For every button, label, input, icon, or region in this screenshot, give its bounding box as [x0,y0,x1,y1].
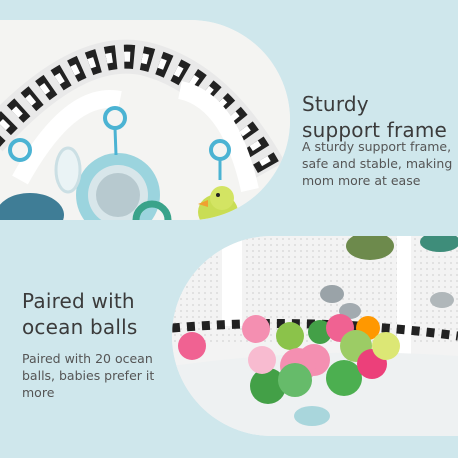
description-line: balls, babies prefer it [22,368,155,383]
heading-line: Sturdy [302,91,369,116]
frame-toys-illustration [0,20,290,220]
description-line: mom more at ease [302,173,421,188]
section-description-frame: A sturdy support frame, safe and stable,… [302,138,454,189]
ocean-balls-photo [172,236,458,436]
description-line: Paired with 20 ocean [22,351,153,366]
description-line: safe and stable, making [302,156,453,171]
section-heading-frame: Sturdy support frame [302,91,452,143]
section-heading-balls: Paired with ocean balls [22,288,172,340]
description-line: more [22,385,55,400]
description-line: A sturdy support frame, [302,139,452,154]
heading-line: ocean balls [22,315,138,339]
ball-pit-illustration [172,236,458,436]
heading-line: Paired with [22,289,135,313]
section-description-balls: Paired with 20 ocean balls, babies prefe… [22,350,172,401]
heading-line: support frame [302,117,448,142]
frame-toys-photo [0,20,290,220]
